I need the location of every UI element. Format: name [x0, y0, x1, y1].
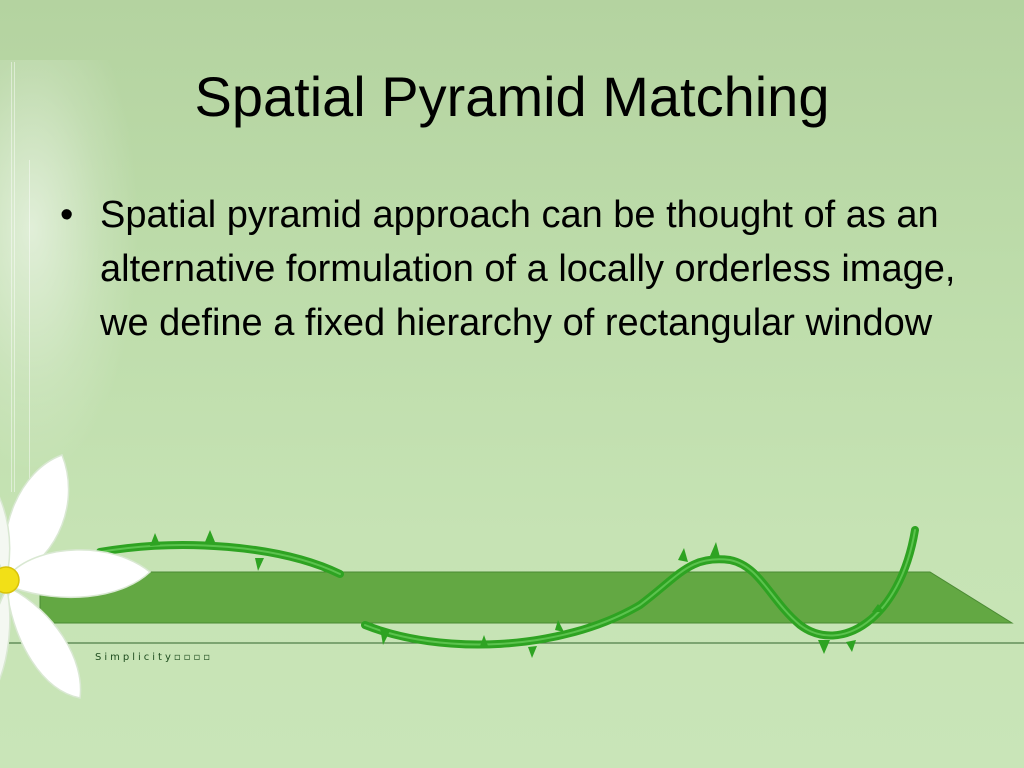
vine-icon	[96, 526, 919, 658]
footer-label: Simplicity▫▫▫▫	[95, 652, 213, 663]
bullet-list: • Spatial pyramid approach can be though…	[60, 188, 960, 350]
green-band	[39, 571, 1014, 624]
bullet-marker: •	[60, 194, 74, 236]
sparkle-glow	[0, 60, 140, 480]
bullet-item: • Spatial pyramid approach can be though…	[60, 188, 960, 350]
vine-decoration	[0, 454, 1024, 699]
flower-icon	[0, 454, 152, 699]
left-edge-line-2	[14, 62, 15, 492]
left-edge-line-3	[29, 160, 30, 490]
bullet-text: Spatial pyramid approach can be thought …	[100, 194, 956, 344]
slide-title: Spatial Pyramid Matching	[194, 65, 830, 128]
left-edge-line	[11, 62, 12, 492]
